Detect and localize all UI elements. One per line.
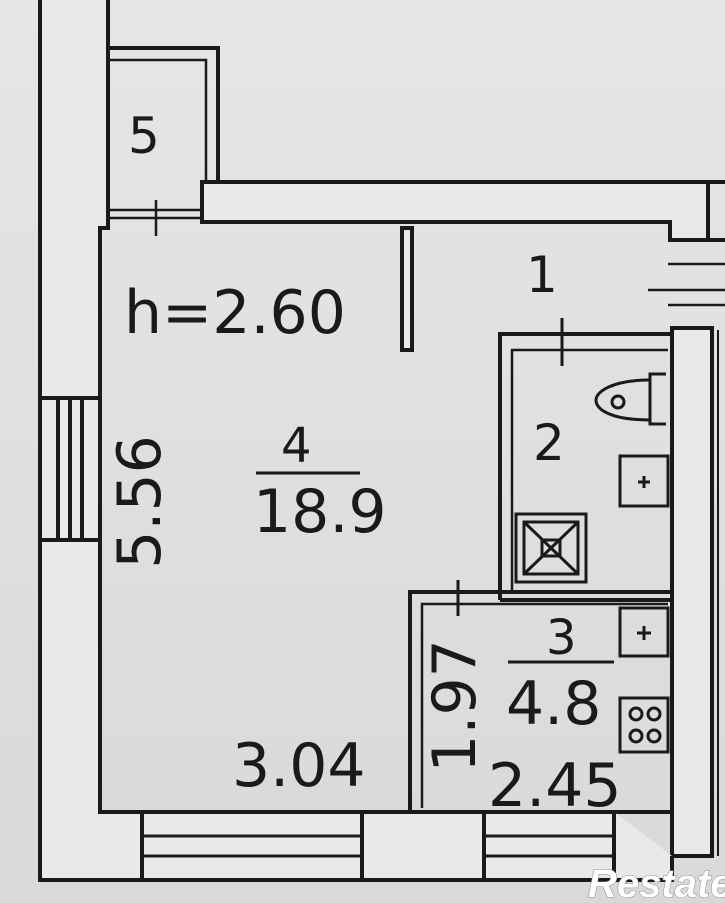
bottom-wall bbox=[100, 810, 674, 882]
room-4-number: 4 bbox=[281, 418, 312, 474]
dimension-kitchen-width: 2.45 bbox=[488, 751, 622, 821]
bathroom-sink bbox=[618, 454, 670, 508]
entrance bbox=[648, 262, 725, 307]
kitchen-walls bbox=[408, 580, 672, 812]
top-wall bbox=[200, 180, 710, 242]
shower-tray bbox=[514, 512, 588, 584]
restate-watermark: Restate bbox=[588, 862, 725, 903]
kitchen-sink bbox=[618, 606, 670, 658]
room-3-number: 3 bbox=[546, 610, 577, 666]
dimension-main-room-length: 5.56 bbox=[105, 435, 175, 569]
room-3-area: 4.8 bbox=[506, 669, 601, 739]
balcony-outline bbox=[108, 46, 220, 236]
room-5-number: 5 bbox=[128, 107, 160, 165]
room-2-number: 2 bbox=[533, 414, 565, 472]
room-4-area: 18.9 bbox=[253, 477, 387, 547]
left-window bbox=[38, 396, 102, 542]
ceiling-height: h=2.60 bbox=[124, 278, 346, 348]
partition-stub bbox=[400, 226, 414, 352]
room-1-number: 1 bbox=[526, 246, 558, 304]
toilet-fixture bbox=[594, 372, 666, 426]
dimension-main-room-width: 3.04 bbox=[232, 731, 366, 801]
stove bbox=[618, 696, 670, 754]
right-wall bbox=[670, 326, 714, 858]
left-wall-lower bbox=[38, 538, 144, 882]
bathroom-walls bbox=[498, 318, 672, 602]
dimension-kitchen-length: 1.97 bbox=[420, 639, 490, 773]
left-wall-upper bbox=[38, 0, 110, 400]
